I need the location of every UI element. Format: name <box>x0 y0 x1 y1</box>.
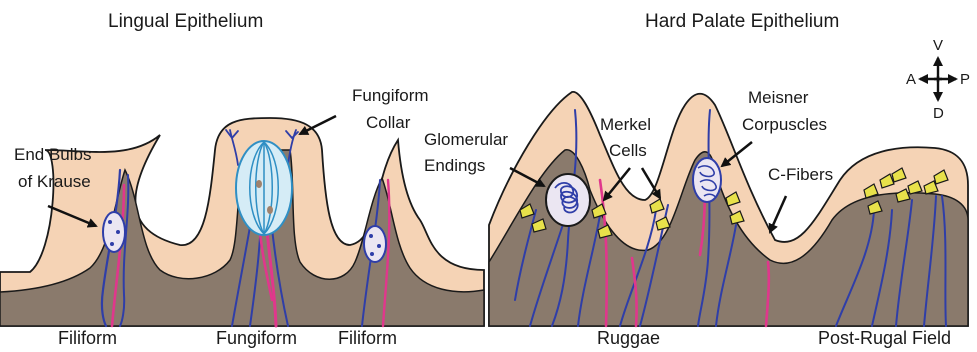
bottom-label-post-rugal-field: Post-Rugal Field <box>818 328 951 348</box>
compass-label-a: A <box>906 71 916 88</box>
hard-palate-panel: Hard Palate Epithelium Glomerular Ending… <box>424 11 968 348</box>
orientation-compass: V D A P <box>906 37 970 122</box>
label-fungiform-collar-line1: Fungiform <box>352 86 429 105</box>
end-bulb-left <box>103 212 125 252</box>
end-bulb-right <box>364 226 386 262</box>
compass-label-p: P <box>960 71 970 88</box>
label-glomerular-line2: Endings <box>424 156 485 175</box>
label-meisner-line2: Corpuscles <box>742 115 827 134</box>
bottom-label-filiform-right: Filiform <box>338 328 397 348</box>
label-glomerular-line1: Glomerular <box>424 130 508 149</box>
lingual-panel: Lingual Epithelium End Bulbs of Krause F… <box>0 11 484 348</box>
label-end-bulbs-line1: End Bulbs <box>14 145 92 164</box>
label-c-fibers: C-Fibers <box>768 165 833 184</box>
label-merkel-line1: Merkel <box>600 115 651 134</box>
hard-palate-title: Hard Palate Epithelium <box>645 11 839 32</box>
glomerular-ending <box>546 174 590 226</box>
label-merkel-line2: Cells <box>609 141 647 160</box>
compass-label-v: V <box>933 37 943 54</box>
compass-label-d: D <box>933 105 944 122</box>
arrow-c-fibers <box>770 196 786 232</box>
label-fungiform-collar-line2: Collar <box>366 113 411 132</box>
bottom-label-ruggae: Ruggae <box>597 328 660 348</box>
bottom-label-fungiform: Fungiform <box>216 328 297 348</box>
label-end-bulbs-line2: of Krause <box>18 172 91 191</box>
bottom-label-filiform-left: Filiform <box>58 328 117 348</box>
label-meisner-line1: Meisner <box>748 88 809 107</box>
lingual-title: Lingual Epithelium <box>108 11 263 32</box>
